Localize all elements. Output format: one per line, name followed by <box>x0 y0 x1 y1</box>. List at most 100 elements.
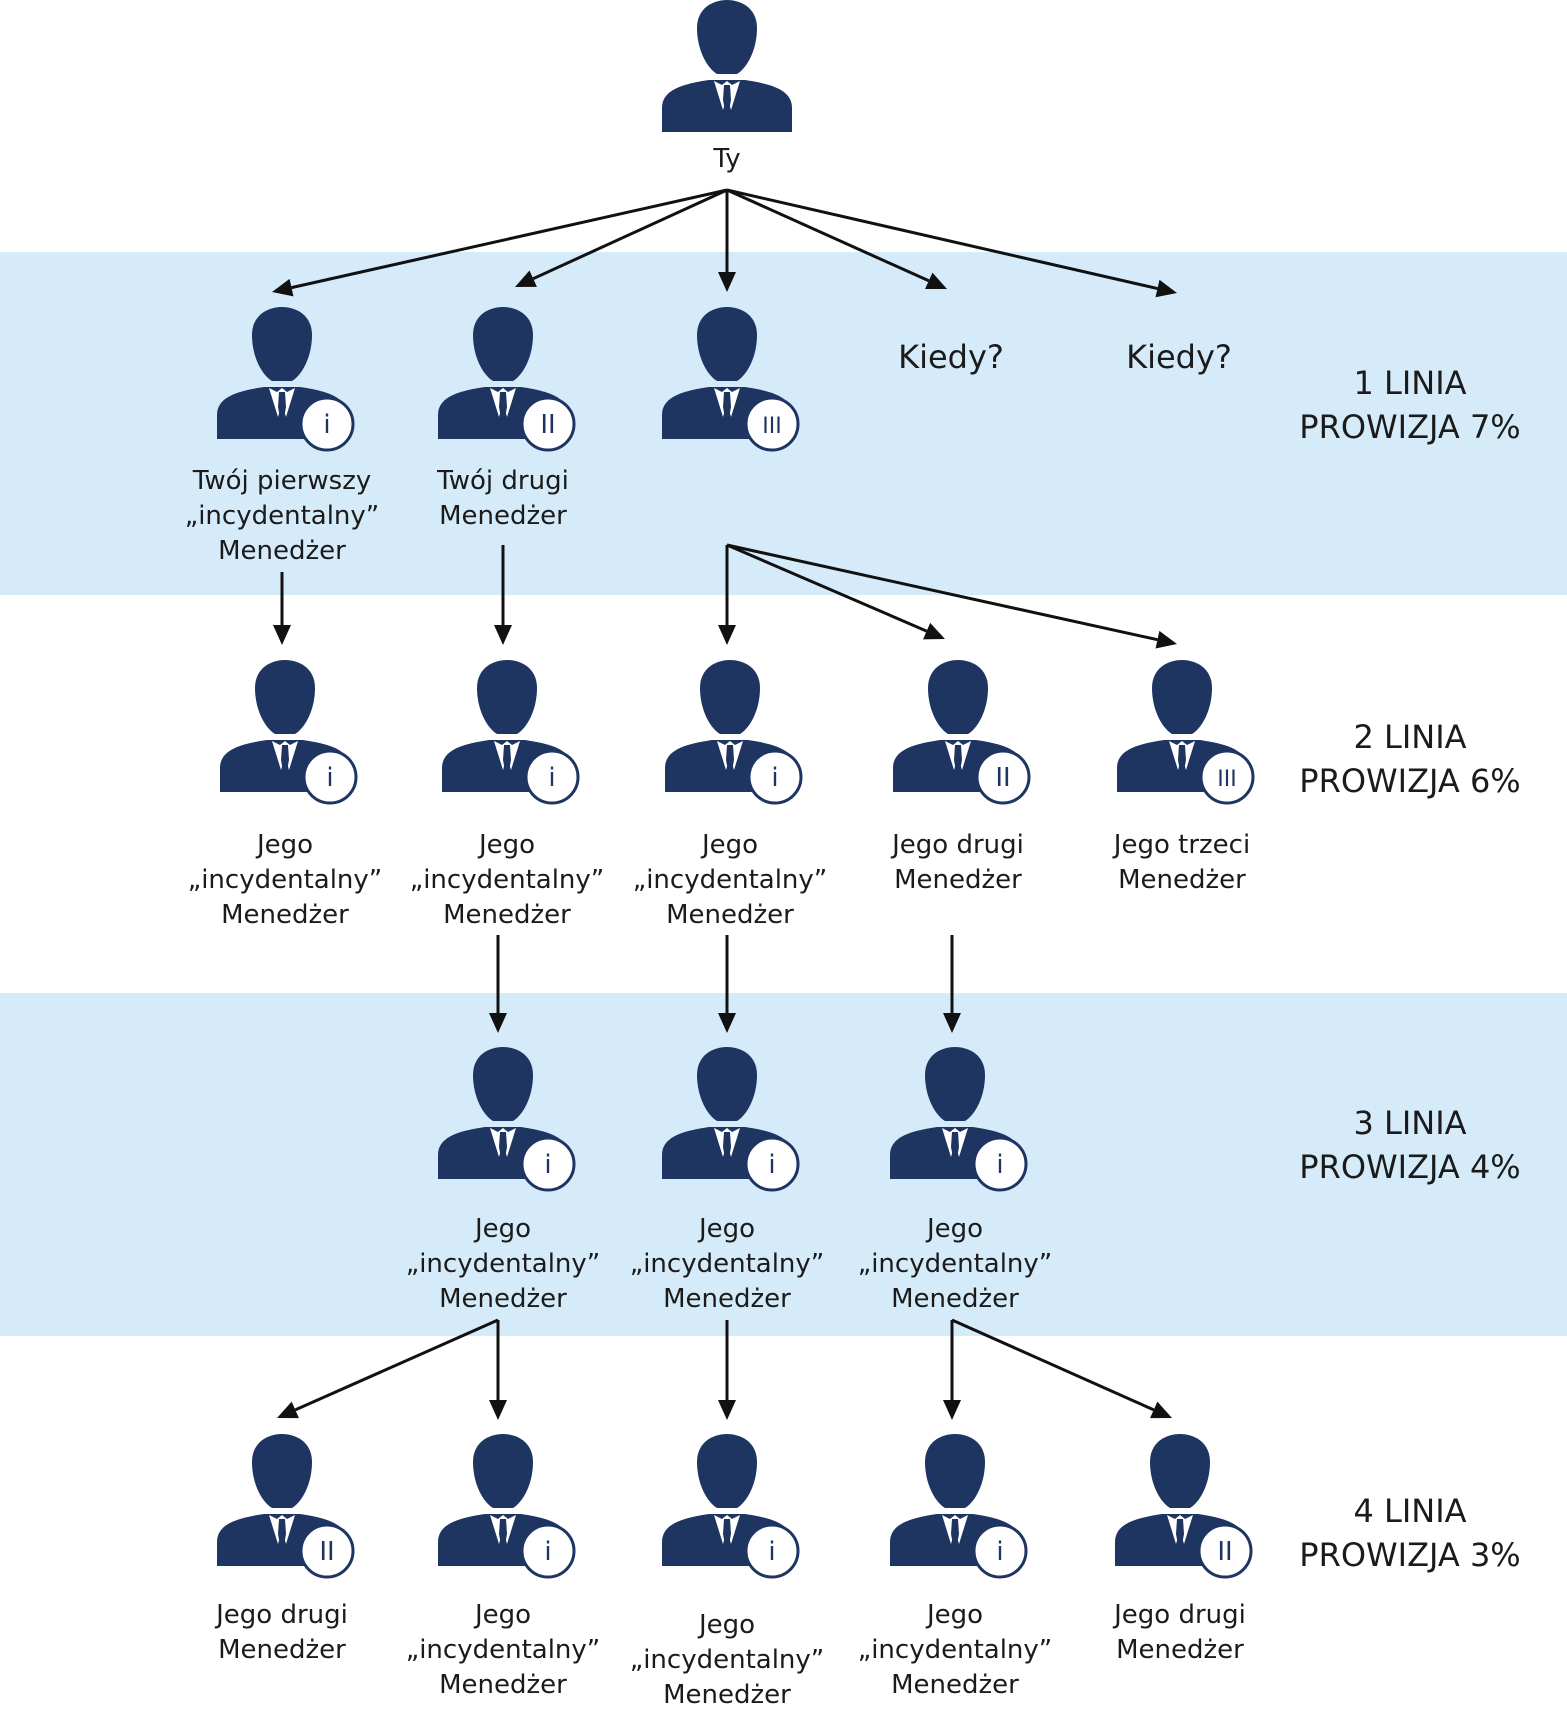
manager-node-9: i <box>438 1047 576 1192</box>
badge-circle <box>520 1523 576 1579</box>
arrow-4 <box>726 188 947 289</box>
badge-circle <box>524 749 580 805</box>
node-label-line: Menedżer <box>894 865 1022 895</box>
node-label-line: Jego <box>474 1600 532 1630</box>
badge-circle <box>520 396 576 452</box>
manager-node-5: i <box>442 660 580 805</box>
arrows <box>272 188 1177 1420</box>
node-label-line: Jego <box>474 1214 532 1244</box>
manager-node-4: i <box>220 660 358 805</box>
badge-circle <box>302 749 358 805</box>
kiedy-placeholder-1: Kiedy? <box>898 338 1004 376</box>
arrow-14 <box>277 1318 499 1419</box>
node-label-line: „incydentalny” <box>629 1249 825 1279</box>
node-label-line: Twój pierwszy <box>192 466 372 496</box>
node-label-line: Jego <box>698 1610 756 1640</box>
node-label-1: Twój pierwszy „incydentalny” Menedżer <box>185 464 380 569</box>
badge-numeral: i <box>996 1150 1003 1180</box>
node-label-line: Menedżer <box>891 1670 1019 1700</box>
node-label-line: Menedżer <box>1118 865 1246 895</box>
level-4-info: 4 LINIA PROWIZJA 3% <box>1299 1489 1520 1577</box>
node-label-15: Jego „incydentalny” Menedżer <box>858 1598 1053 1703</box>
arrow-2 <box>515 188 728 287</box>
node-label-line: Jego drugi <box>892 830 1024 860</box>
badge-numeral: i <box>996 1537 1003 1567</box>
node-label-line: Menedżer <box>218 536 346 566</box>
badge-circle <box>744 1523 800 1579</box>
node-label-10: Jego„incydentalny”Menedżer <box>630 1212 825 1317</box>
root-label: Ty <box>713 144 741 174</box>
badge-numeral: II <box>995 763 1010 793</box>
manager-node-13: i <box>438 1434 576 1579</box>
node-label-line: Menedżer <box>666 900 794 930</box>
node-label-line: Jego <box>698 1214 756 1244</box>
manager-node-3: III <box>662 307 800 452</box>
node-label-line: Jego drugi <box>216 1600 348 1630</box>
badge-numeral: i <box>768 1150 775 1180</box>
arrow-8 <box>718 545 736 645</box>
level-1-info: 1 LINIA PROWIZJA 7% <box>1299 361 1520 449</box>
arrow-7 <box>494 545 512 645</box>
manager-node-16: II <box>1115 1434 1253 1579</box>
manager-node-10: i <box>662 1047 800 1192</box>
badge-circle <box>299 396 355 452</box>
badge-numeral: i <box>544 1150 551 1180</box>
node-label-4: Jego „incydentalny” Menedżer <box>188 828 383 933</box>
node-label-line: „incydentalny” <box>857 1635 1053 1665</box>
node-label-line: Menedżer <box>221 900 349 930</box>
manager-node-6: i <box>665 660 803 805</box>
badge-numeral: i <box>323 410 330 440</box>
arrow-5 <box>726 188 1177 298</box>
level-3-line: 3 LINIA <box>1353 1104 1467 1142</box>
node-label-line: Jego <box>926 1600 984 1630</box>
badge-numeral: i <box>768 1537 775 1567</box>
badge-numeral: i <box>544 1537 551 1567</box>
node-label-line: „incydentalny” <box>409 865 605 895</box>
node-label-9: Jego„incydentalny”Menedżer <box>406 1212 601 1317</box>
node-label-line: Menedżer <box>218 1635 346 1665</box>
manager-node-2: II <box>438 307 576 452</box>
node-label-13: Jego„incydentalny”Menedżer <box>406 1598 601 1703</box>
level-3-info: 3 LINIA PROWIZJA 4% <box>1299 1101 1520 1189</box>
node-label-6: Jego„incydentalny”Menedżer <box>633 828 828 933</box>
node-label-line: „incydentalny” <box>184 501 380 531</box>
arrow-16 <box>718 1320 736 1420</box>
node-label-line: „incydentalny” <box>632 865 828 895</box>
level-2-info: 2 LINIA PROWIZJA 6% <box>1299 715 1520 803</box>
level-1-line: 1 LINIA <box>1353 364 1467 402</box>
person-icon <box>662 0 792 132</box>
arrow-6 <box>273 572 291 645</box>
node-label-line: Jego trzeci <box>1113 830 1251 860</box>
node-label-line: „incydentalny” <box>857 1249 1053 1279</box>
badge-circle <box>1197 1523 1253 1579</box>
level-3-commission: PROWIZJA 4% <box>1299 1148 1521 1186</box>
arrow-3 <box>718 190 736 292</box>
badge-circle <box>744 396 800 452</box>
badge-numeral: i <box>548 763 555 793</box>
manager-node-12: II <box>217 1434 355 1579</box>
node-label-line: Jego <box>256 830 314 860</box>
node-label-5: Jego„incydentalny”Menedżer <box>410 828 605 933</box>
node-label-line: Menedżer <box>663 1680 791 1710</box>
badge-circle <box>1199 749 1255 805</box>
node-label-14: Jego„incydentalny”Menedżer <box>630 1608 825 1711</box>
node-label-line: Twój drugi <box>437 466 569 496</box>
root-person <box>662 0 792 132</box>
badge-circle <box>747 749 803 805</box>
kiedy-placeholder-2: Kiedy? <box>1126 338 1232 376</box>
manager-node-15: i <box>890 1434 1028 1579</box>
badge-numeral: II <box>319 1537 334 1567</box>
manager-node-8: III <box>1117 660 1255 805</box>
badge-numeral: II <box>1217 1537 1232 1567</box>
level-2-commission: PROWIZJA 6% <box>1299 762 1521 800</box>
arrow-12 <box>718 935 736 1033</box>
badge-numeral: III <box>1217 767 1236 792</box>
node-label-line: Menedżer <box>439 1284 567 1314</box>
node-label-line: Menedżer <box>439 501 567 531</box>
node-label-line: „incydentalny” <box>187 865 383 895</box>
